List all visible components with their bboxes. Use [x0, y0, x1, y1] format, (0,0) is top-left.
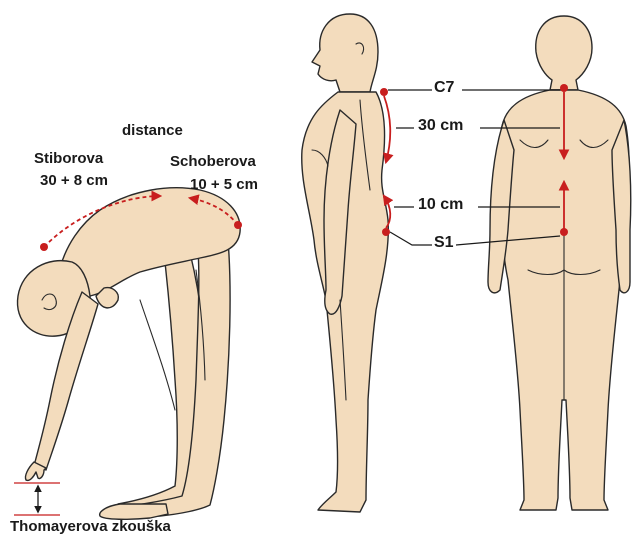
stiborova-value: 30 + 8 cm: [40, 172, 108, 189]
schoberova-point: [234, 221, 242, 229]
stiborova-point: [40, 243, 48, 251]
back-s1-dot: [560, 228, 568, 236]
s1-label: S1: [434, 234, 454, 252]
10cm-label: 10 cm: [418, 196, 463, 214]
schoberova-value: 10 + 5 cm: [190, 176, 258, 193]
c7-label: C7: [434, 79, 454, 97]
thomayerova-label: Thomayerova zkouška: [10, 518, 171, 535]
bending-figure: [17, 188, 240, 520]
side-c7-dot: [380, 88, 388, 96]
30cm-label: 30 cm: [418, 117, 463, 135]
side-figure: [302, 14, 389, 512]
side-s1-dot: [382, 228, 390, 236]
schoberova-label: Schoberova: [170, 153, 256, 170]
back-c7-dot: [560, 84, 568, 92]
distance-label: distance: [122, 122, 183, 139]
stiborova-label: Stiborova: [34, 150, 103, 167]
s1-leader-left: [390, 232, 432, 245]
